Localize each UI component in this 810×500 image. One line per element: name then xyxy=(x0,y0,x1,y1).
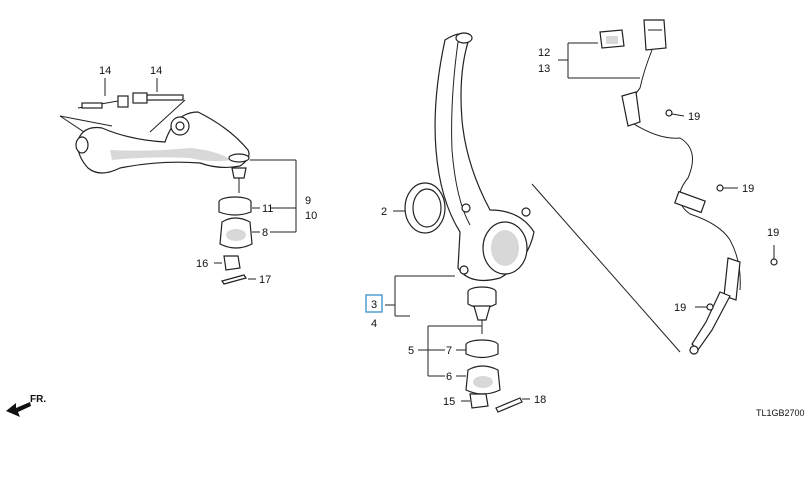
nut-16 xyxy=(214,255,241,271)
cotter-pin-18 xyxy=(495,397,530,413)
wheel-speed-sensor xyxy=(531,19,778,355)
callout-7: 7 xyxy=(446,345,452,357)
callout-5: 5 xyxy=(408,345,414,357)
steering-knuckle xyxy=(434,32,535,281)
bolt-14-right xyxy=(132,92,184,104)
callout-10: 10 xyxy=(305,210,317,222)
cotter-pin-17 xyxy=(221,274,256,285)
callout-2: 2 xyxy=(381,206,387,218)
callout-6: 6 xyxy=(446,371,452,383)
callout-15: 15 xyxy=(443,396,455,408)
callout-13: 13 xyxy=(538,63,550,75)
nut-15 xyxy=(461,393,489,409)
front-direction-indicator: FR. xyxy=(6,394,46,417)
callout-3-highlight xyxy=(365,294,383,313)
callout-17: 17 xyxy=(259,274,271,286)
lower-ball-joint-3 xyxy=(467,286,497,334)
callout-18: 18 xyxy=(534,394,546,406)
callout-19-a: 19 xyxy=(688,111,700,123)
bracket-9-10 xyxy=(270,160,297,233)
callout-9: 9 xyxy=(305,195,311,207)
boot-11 xyxy=(218,196,260,216)
callout-8: 8 xyxy=(262,227,268,239)
boot-8 xyxy=(219,217,260,249)
callout-3: 3 xyxy=(371,299,377,311)
upper-control-arm xyxy=(59,78,296,193)
callout-11: 11 xyxy=(262,203,273,215)
callout-19-d: 19 xyxy=(674,302,686,314)
front-arrow-icon xyxy=(6,402,31,417)
diagram-code: TL1GB2700 xyxy=(756,408,805,418)
boot-7 xyxy=(456,339,499,359)
front-direction-label: FR. xyxy=(30,394,46,405)
callout-19-b: 19 xyxy=(742,183,754,195)
callout-12: 12 xyxy=(538,47,550,59)
callout-16: 16 xyxy=(196,258,208,270)
bracket-3-4 xyxy=(385,275,455,317)
seal-ring-2 xyxy=(393,182,446,234)
bracket-5 xyxy=(418,325,482,377)
callout-4: 4 xyxy=(371,318,377,330)
bolt-14-left xyxy=(77,95,129,109)
boot-6 xyxy=(456,365,501,395)
callout-14-right: 14 xyxy=(150,65,162,77)
callout-14-left: 14 xyxy=(99,65,111,77)
callout-19-c: 19 xyxy=(767,227,779,239)
